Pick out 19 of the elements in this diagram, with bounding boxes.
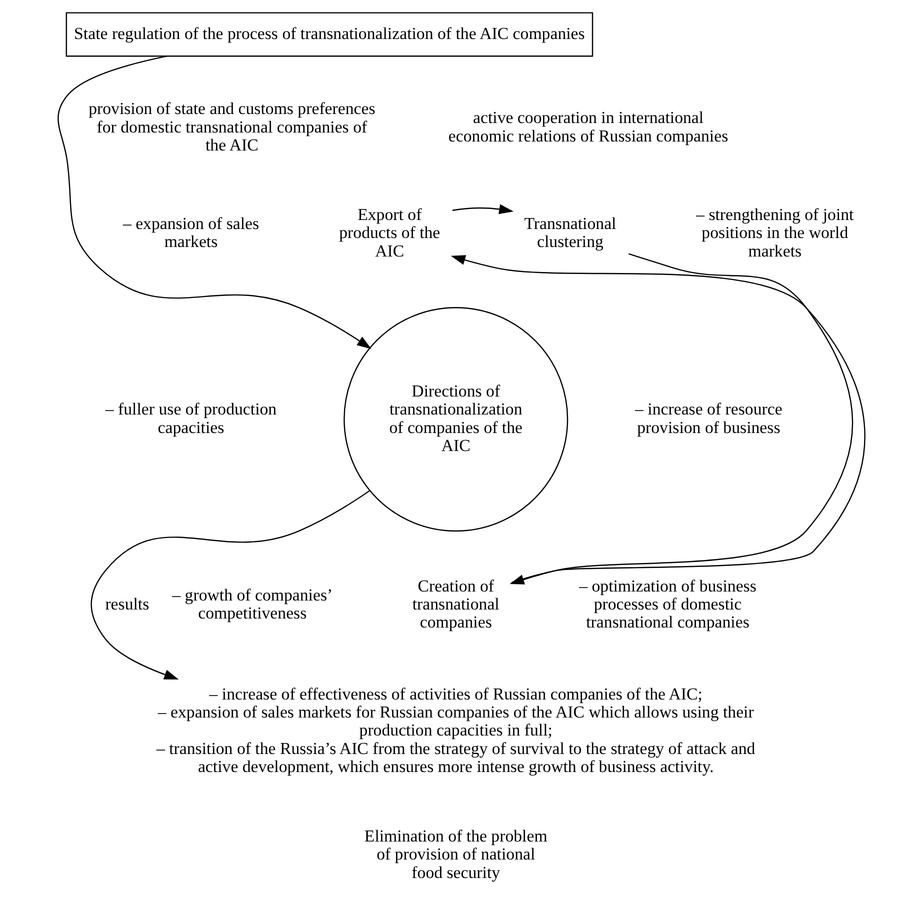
node-text: Transnational clustering <box>524 214 616 252</box>
arrow <box>90 490 370 680</box>
arrow <box>452 204 514 214</box>
label: – optimization of business processes of domestic transnational companies <box>578 576 756 632</box>
label: – expansion of sales markets <box>122 214 259 252</box>
edge-label: results <box>104 594 149 614</box>
node-text: – increase of effectiveness of activities of Russian companies of the AIC; – expansion of sales markets for Russian companies of the AIC which allows using their production capacities in full; – transition of the Russia’s AIC from the strategy of survival to the strategy of attack and active development, which ensures more intense growth of business activity. <box>156 684 755 776</box>
label: Elimination of the problem of provision of national food security <box>364 826 547 882</box>
node-text: Export of products of the AIC <box>338 205 440 260</box>
node-text: Creation of transnational companies <box>412 576 499 632</box>
arrow <box>57 56 371 349</box>
label: – increase of resource provision of business <box>634 400 782 437</box>
label: – strengthening of joint positions in the world markets <box>696 205 854 260</box>
node-box: State regulation of the process of transnationalization of the AIC companies <box>65 12 593 57</box>
label: provision of state and customs preferences for domestic transnational companies of the AIC <box>88 99 375 154</box>
label: – fuller use of production capacities <box>104 400 276 437</box>
label: – growth of companies’ competitiveness <box>172 585 332 622</box>
node-circle: Directions of transnationalization of companies of the AIC <box>343 307 568 532</box>
label: active cooperation in international economic relations of Russian companies <box>448 108 728 146</box>
